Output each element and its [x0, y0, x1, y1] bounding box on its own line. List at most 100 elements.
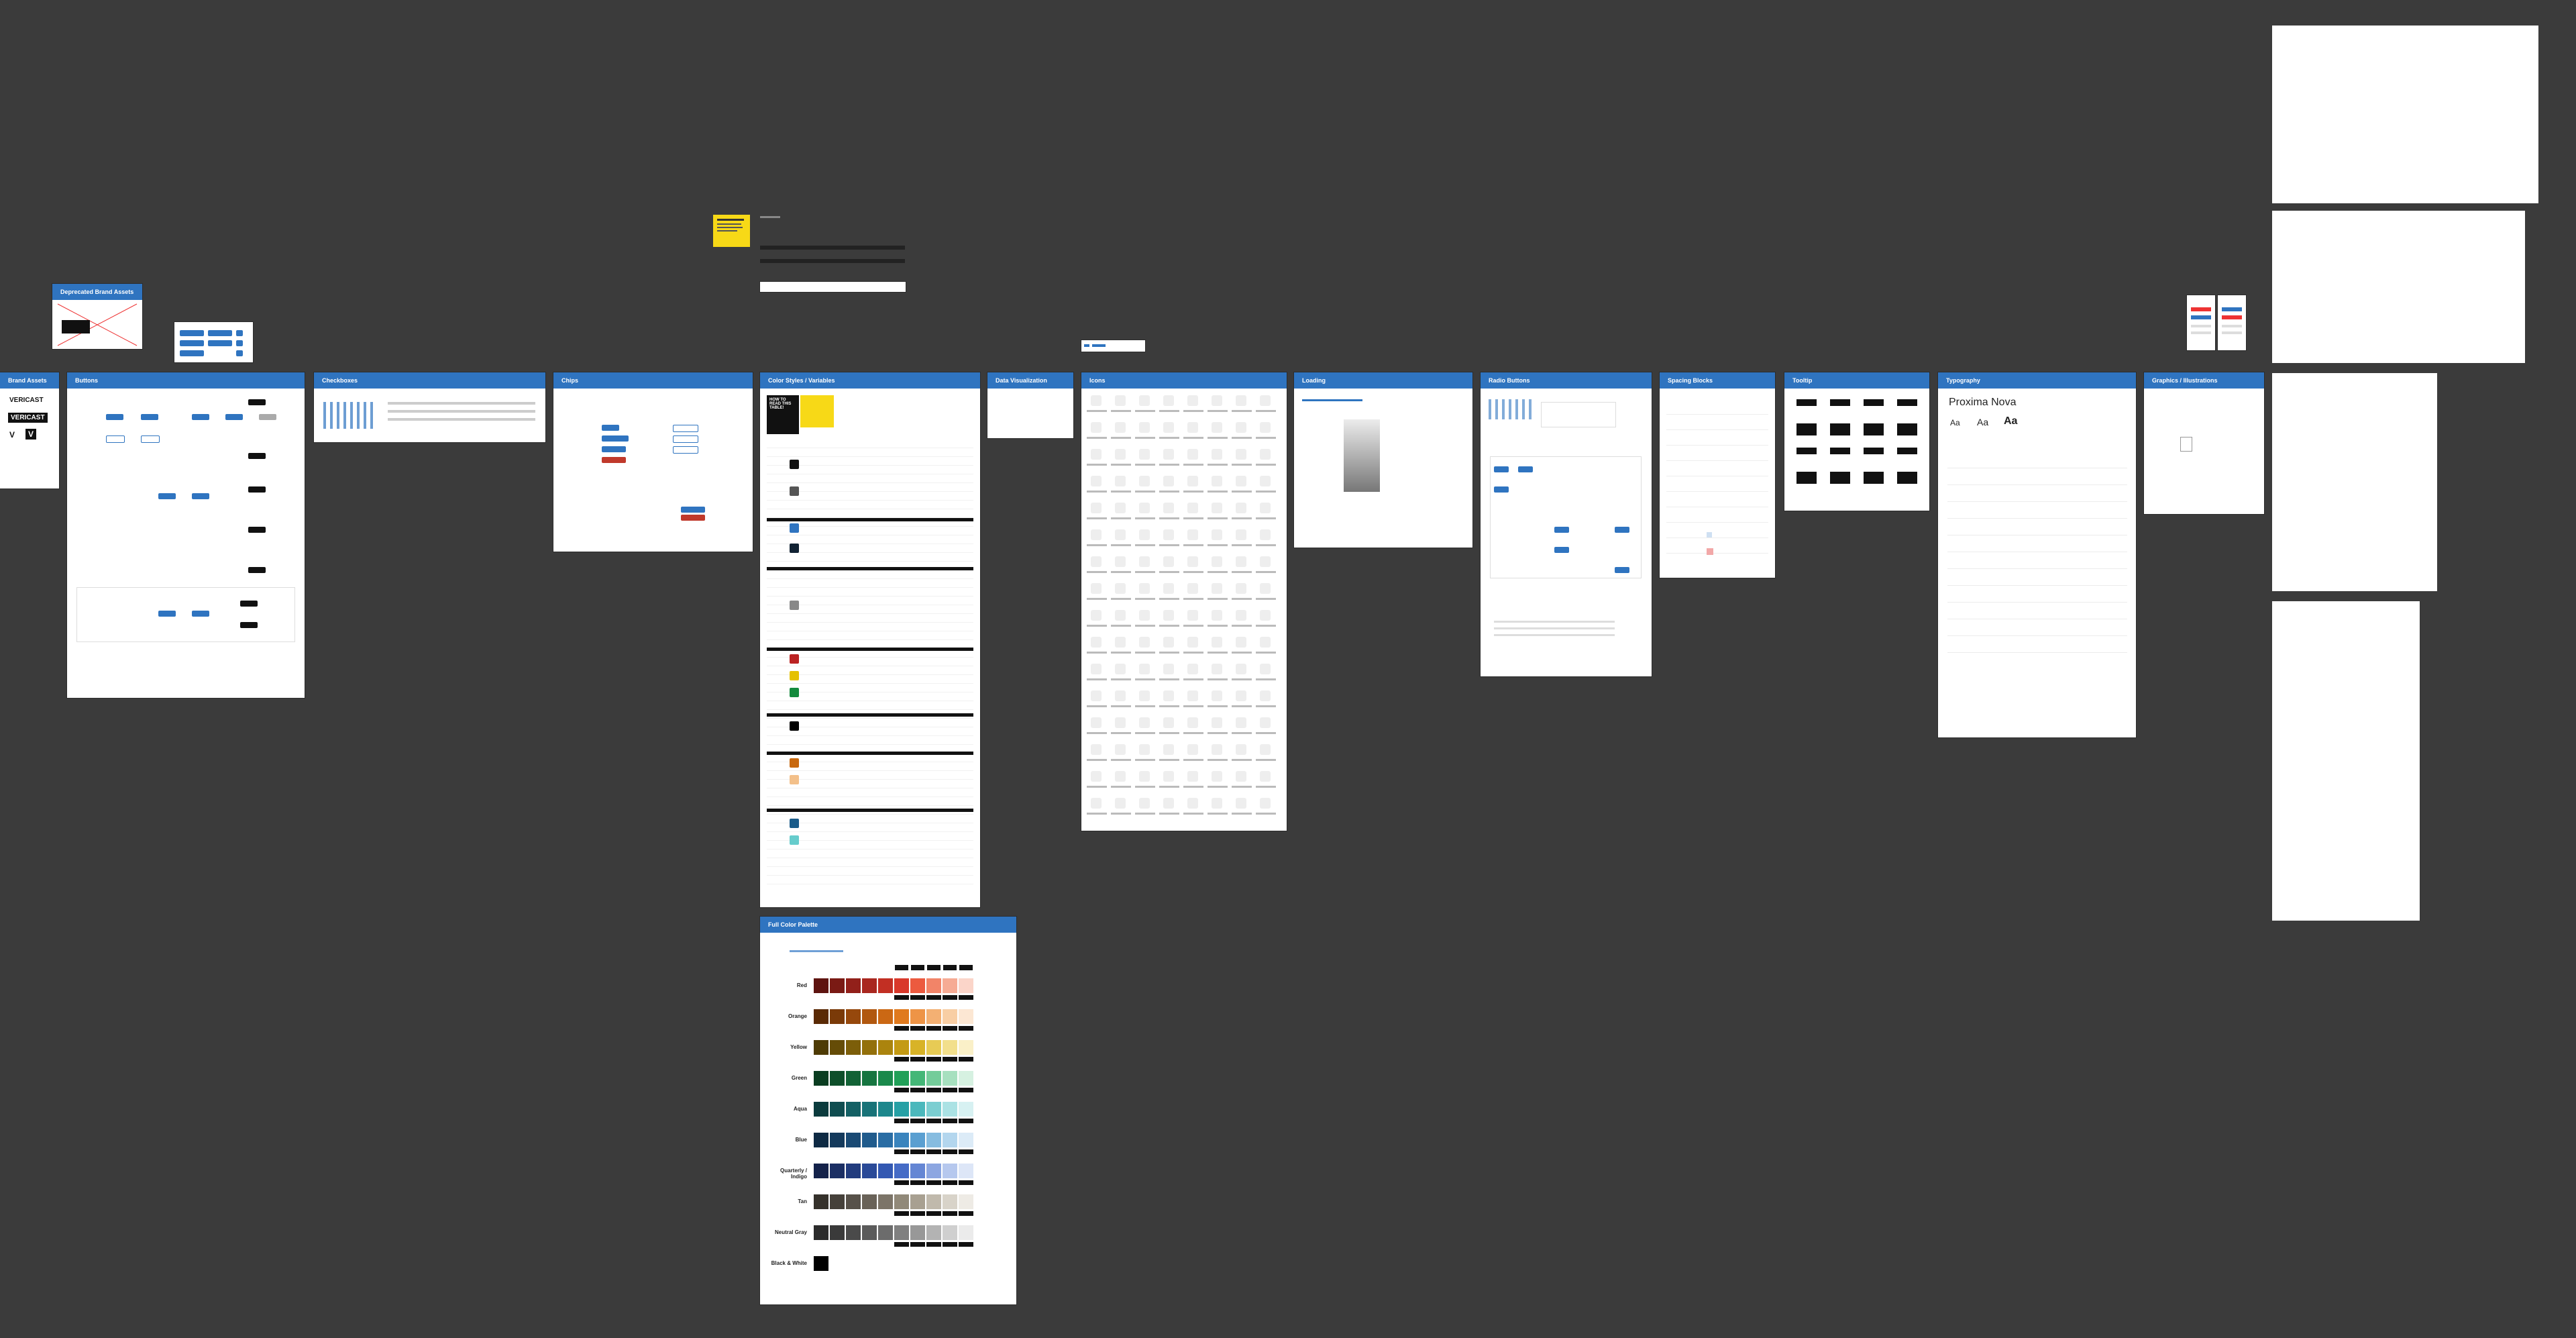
icon-thumbnail[interactable]: [1187, 583, 1198, 594]
color-swatch[interactable]: [814, 1102, 828, 1117]
icon-thumbnail[interactable]: [1163, 583, 1174, 594]
icon-thumbnail[interactable]: [1163, 529, 1174, 540]
blank-frame-3[interactable]: [2272, 373, 2437, 591]
color-swatch[interactable]: [926, 1194, 941, 1209]
color-swatch[interactable]: [814, 1164, 828, 1178]
color-swatch[interactable]: [910, 1071, 925, 1086]
color-swatch[interactable]: [894, 1009, 909, 1024]
blank-frame-1[interactable]: [2272, 25, 2538, 203]
color-swatch[interactable]: [926, 1040, 941, 1055]
icon-thumbnail[interactable]: [1163, 637, 1174, 648]
button-sample[interactable]: [259, 414, 276, 420]
color-swatch[interactable]: [862, 1164, 877, 1178]
icon-thumbnail[interactable]: [1139, 717, 1150, 728]
icon-thumbnail[interactable]: [1260, 664, 1271, 674]
icon-thumbnail[interactable]: [1187, 422, 1198, 433]
color-swatch[interactable]: [830, 1071, 845, 1086]
icon-thumbnail[interactable]: [1139, 798, 1150, 809]
button-sample[interactable]: [248, 567, 266, 573]
radio-option[interactable]: [1615, 527, 1629, 533]
icon-thumbnail[interactable]: [1236, 449, 1246, 460]
color-swatch[interactable]: [878, 1225, 893, 1240]
chip[interactable]: [602, 457, 626, 463]
icon-thumbnail[interactable]: [1115, 503, 1126, 513]
chip[interactable]: [673, 425, 698, 432]
spacing-blocks-frame[interactable]: Spacing Blocks: [1660, 372, 1775, 578]
icon-thumbnail[interactable]: [1187, 664, 1198, 674]
color-swatch[interactable]: [943, 1040, 957, 1055]
icon-thumbnail[interactable]: [1236, 744, 1246, 755]
icon-thumbnail[interactable]: [1236, 583, 1246, 594]
icon-thumbnail[interactable]: [1139, 690, 1150, 701]
color-swatch[interactable]: [814, 1256, 828, 1271]
sticky-note[interactable]: [713, 215, 750, 247]
icon-thumbnail[interactable]: [1091, 449, 1102, 460]
icon-thumbnail[interactable]: [1115, 798, 1126, 809]
color-swatch[interactable]: [894, 1194, 909, 1209]
color-swatch[interactable]: [846, 1133, 861, 1147]
icon-thumbnail[interactable]: [1260, 395, 1271, 406]
color-swatch[interactable]: [846, 1164, 861, 1178]
icon-thumbnail[interactable]: [1187, 637, 1198, 648]
radio-buttons-frame[interactable]: Radio Buttons: [1481, 372, 1652, 676]
icon-thumbnail[interactable]: [1260, 476, 1271, 486]
buttons-frame[interactable]: Buttons: [67, 372, 305, 698]
color-swatch[interactable]: [862, 1225, 877, 1240]
color-swatch[interactable]: [894, 1102, 909, 1117]
brand-assets-frame[interactable]: Brand Assets VERICAST VERICAST V V: [0, 372, 59, 488]
color-swatch[interactable]: [959, 1164, 973, 1178]
icons-frame[interactable]: Icons: [1081, 372, 1287, 831]
color-swatch[interactable]: [959, 978, 973, 993]
icon-thumbnail[interactable]: [1212, 798, 1222, 809]
color-swatch[interactable]: [894, 978, 909, 993]
color-swatch[interactable]: [926, 978, 941, 993]
icon-thumbnail[interactable]: [1139, 529, 1150, 540]
color-swatch[interactable]: [959, 1040, 973, 1055]
icon-thumbnail[interactable]: [1163, 664, 1174, 674]
icon-thumbnail[interactable]: [1115, 395, 1126, 406]
icon-thumbnail[interactable]: [1212, 556, 1222, 567]
icon-thumbnail[interactable]: [1260, 798, 1271, 809]
icon-thumbnail[interactable]: [1115, 556, 1126, 567]
icon-thumbnail[interactable]: [1091, 422, 1102, 433]
button-sample[interactable]: [192, 414, 209, 420]
color-swatch[interactable]: [878, 1102, 893, 1117]
icon-thumbnail[interactable]: [1212, 422, 1222, 433]
color-swatch[interactable]: [943, 1102, 957, 1117]
color-swatch[interactable]: [878, 978, 893, 993]
icon-thumbnail[interactable]: [1163, 476, 1174, 486]
chip[interactable]: [681, 507, 705, 513]
icon-thumbnail[interactable]: [1163, 449, 1174, 460]
icon-thumbnail[interactable]: [1260, 717, 1271, 728]
button-sample[interactable]: [248, 486, 266, 493]
icon-thumbnail[interactable]: [1115, 449, 1126, 460]
color-swatch[interactable]: [943, 1133, 957, 1147]
icon-thumbnail[interactable]: [1236, 556, 1246, 567]
icon-thumbnail[interactable]: [1260, 503, 1271, 513]
icon-thumbnail[interactable]: [1139, 449, 1150, 460]
color-swatch[interactable]: [846, 978, 861, 993]
color-swatch[interactable]: [910, 1102, 925, 1117]
color-swatch[interactable]: [959, 1225, 973, 1240]
color-swatch[interactable]: [862, 1009, 877, 1024]
icon-thumbnail[interactable]: [1212, 744, 1222, 755]
icon-thumbnail[interactable]: [1236, 476, 1246, 486]
color-swatch[interactable]: [943, 1164, 957, 1178]
icon-thumbnail[interactable]: [1187, 476, 1198, 486]
color-swatch[interactable]: [862, 978, 877, 993]
button-sample[interactable]: [248, 527, 266, 533]
radio-option[interactable]: [1615, 567, 1629, 573]
loading-frame[interactable]: Loading: [1294, 372, 1472, 548]
icon-thumbnail[interactable]: [1236, 771, 1246, 782]
color-swatch[interactable]: [830, 1225, 845, 1240]
radio-option[interactable]: [1518, 466, 1533, 472]
color-swatch[interactable]: [910, 1040, 925, 1055]
color-swatch[interactable]: [959, 1194, 973, 1209]
sticky-note[interactable]: [800, 395, 834, 427]
color-swatch[interactable]: [830, 1040, 845, 1055]
icon-thumbnail[interactable]: [1187, 690, 1198, 701]
icon-thumbnail[interactable]: [1163, 556, 1174, 567]
button-sample[interactable]: [106, 414, 123, 420]
color-swatch[interactable]: [894, 1133, 909, 1147]
